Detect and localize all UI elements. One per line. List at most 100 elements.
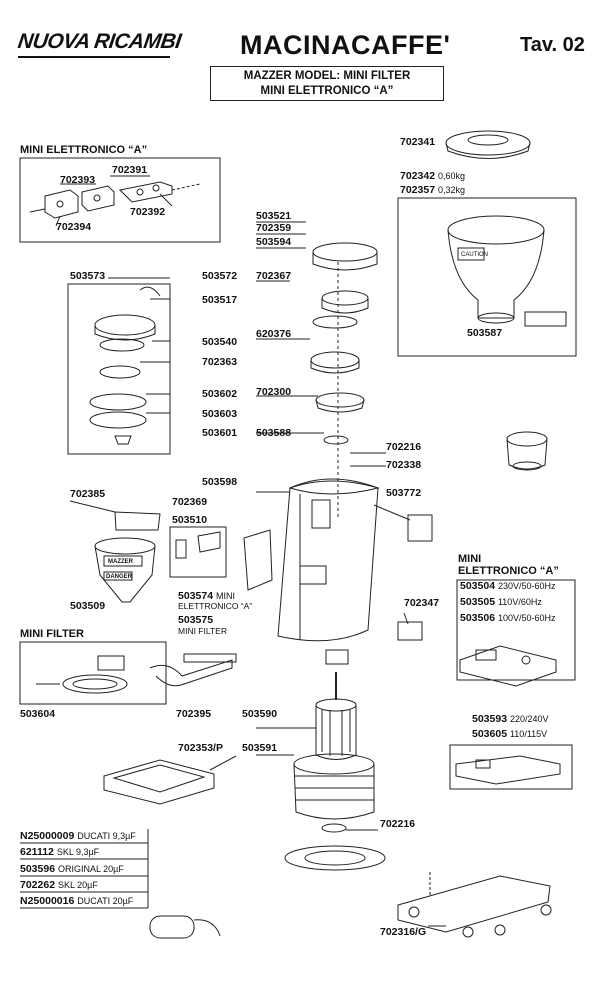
- part-503587: 503587: [467, 327, 503, 339]
- part-702392: 702392: [130, 206, 166, 218]
- section-mini-elettronico-right-1: MINI: [458, 553, 482, 565]
- part-503505-code: 503505: [460, 596, 496, 608]
- part-503574: 503574 MINI: [178, 590, 235, 602]
- capacitor-note: ORIGINAL 20µF: [57, 864, 124, 874]
- timer-board-drawing: [455, 755, 561, 785]
- part-702342-code: 702342: [400, 170, 436, 182]
- page-title: MACINACAFFE': [240, 30, 451, 60]
- part-702357-weight: 0,32kg: [437, 185, 465, 195]
- section-mini-filter: MINI FILTER: [20, 628, 84, 640]
- part-702363: 702363: [202, 356, 238, 368]
- capacitor-code: 702262: [20, 879, 56, 891]
- capacitor-note: SKL 20µF: [57, 880, 98, 890]
- brand-underline: [18, 56, 170, 58]
- switch-box: [169, 526, 227, 578]
- part-503593-voltage: 220/240V: [509, 714, 549, 724]
- part-503605-code: 503605: [472, 728, 508, 740]
- funnel-drawing: [94, 511, 161, 603]
- model-line-2: MINI ELETTRONICO “A”: [260, 85, 394, 97]
- part-503521: 503521: [256, 210, 292, 222]
- part-503505: 503505 110V/60Hz: [460, 596, 542, 608]
- part-503605: 503605 110/115V: [472, 728, 547, 740]
- dosing-cup-drawing: [506, 431, 548, 471]
- part-503574-note: MINI: [215, 591, 235, 601]
- capacitor-note: DUCATI 20µF: [77, 896, 134, 906]
- part-503588: 503588: [256, 427, 292, 439]
- part-503598: 503598: [202, 476, 238, 488]
- capacitor-row: 621112 SKL 9,3µF: [20, 846, 99, 858]
- part-503517: 503517: [202, 294, 238, 306]
- capacitor-row: N25000016 DUCATI 20µF: [20, 895, 133, 907]
- electronic-board-box: [456, 579, 576, 681]
- model-box: MAZZER MODEL: MINI FILTER MINI ELETTRONI…: [210, 66, 444, 101]
- part-702300: 702300: [256, 386, 292, 398]
- part-503509: 503509: [70, 600, 106, 612]
- hopper-box: [397, 197, 577, 357]
- capacitor-code: 503596: [20, 863, 56, 875]
- part-702341: 702341: [400, 136, 436, 148]
- part-503510: 503510: [172, 514, 208, 526]
- part-503603: 503603: [202, 408, 238, 420]
- part-702394: 702394: [56, 221, 92, 233]
- part-702342: 702342 0,60kg: [400, 170, 465, 182]
- part-503601: 503601: [202, 427, 238, 439]
- part-702395: 702395: [176, 708, 212, 720]
- part-503572: 503572: [202, 270, 238, 282]
- part-702385: 702385: [70, 488, 106, 500]
- hopper-drawing: [447, 215, 567, 327]
- door-drawing: [175, 529, 273, 591]
- part-702393: 702393: [60, 174, 96, 186]
- part-503504: 503504 230V/50-60Hz: [460, 580, 556, 592]
- part-503506-voltage: 100V/50-60Hz: [497, 613, 556, 623]
- part-702316-g: 702316/G: [380, 926, 427, 938]
- part-503593: 503593 220/240V: [472, 713, 549, 725]
- motor-drawing: [284, 672, 386, 871]
- part-702216-top: 702216: [386, 441, 422, 453]
- part-503772: 503772: [386, 487, 422, 499]
- capacitor-row: 503596 ORIGINAL 20µF: [20, 863, 124, 875]
- capacitor-note: DUCATI 9,3µF: [77, 831, 136, 841]
- part-503574-note-2: ELETTRONICO “A”: [178, 601, 253, 611]
- capacitor-drawing: [149, 915, 221, 939]
- mini-elettronico-top-box: [19, 157, 221, 243]
- capacitor-list-rules: [20, 829, 149, 909]
- lever-drawing: [149, 653, 237, 687]
- part-702216-bottom: 702216: [380, 818, 416, 830]
- part-702342-weight: 0,60kg: [437, 171, 465, 181]
- capacitor-row: 702262 SKL 20µF: [20, 879, 98, 891]
- part-503602: 503602: [202, 388, 238, 400]
- part-503575-note: MINI FILTER: [178, 626, 227, 636]
- upper-burr-drawing: [89, 286, 161, 445]
- part-702338: 702338: [386, 459, 422, 471]
- part-503590: 503590: [242, 708, 278, 720]
- mazzer-label: MAZZER: [108, 559, 133, 565]
- electronic-board-drawing: [459, 645, 557, 687]
- grinder-body-drawing: [277, 478, 433, 665]
- part-702353-p: 702353/P: [178, 742, 223, 754]
- part-503591: 503591: [242, 742, 278, 754]
- section-mini-elettronico-right-2: ELETTRONICO “A”: [458, 565, 559, 577]
- part-503504-voltage: 230V/50-60Hz: [497, 581, 556, 591]
- part-503574-code: 503574: [178, 590, 214, 602]
- part-503604: 503604: [20, 708, 56, 720]
- danger-label: DANGER: [106, 574, 133, 580]
- part-503575: 503575: [178, 614, 214, 626]
- part-702347: 702347: [404, 597, 440, 609]
- part-702367: 702367: [256, 270, 292, 282]
- plate-number: Tav. 02: [520, 34, 585, 56]
- burr-assembly-box: [67, 283, 171, 455]
- hopper-lid-drawing: [445, 130, 531, 159]
- part-503540: 503540: [202, 336, 238, 348]
- mini-filter-box: [19, 641, 167, 705]
- drip-tray-drawing: [103, 759, 215, 805]
- capacitor-code: N25000009: [20, 830, 75, 842]
- capacitor-code: 621112: [20, 846, 54, 858]
- part-702357-code: 702357: [400, 184, 436, 196]
- part-702359: 702359: [256, 222, 292, 234]
- timer-board-box: [449, 744, 573, 790]
- capacitor-note: SKL 9,3µF: [56, 847, 100, 857]
- part-503506: 503506 100V/50-60Hz: [460, 612, 556, 624]
- part-503504-code: 503504: [460, 580, 496, 592]
